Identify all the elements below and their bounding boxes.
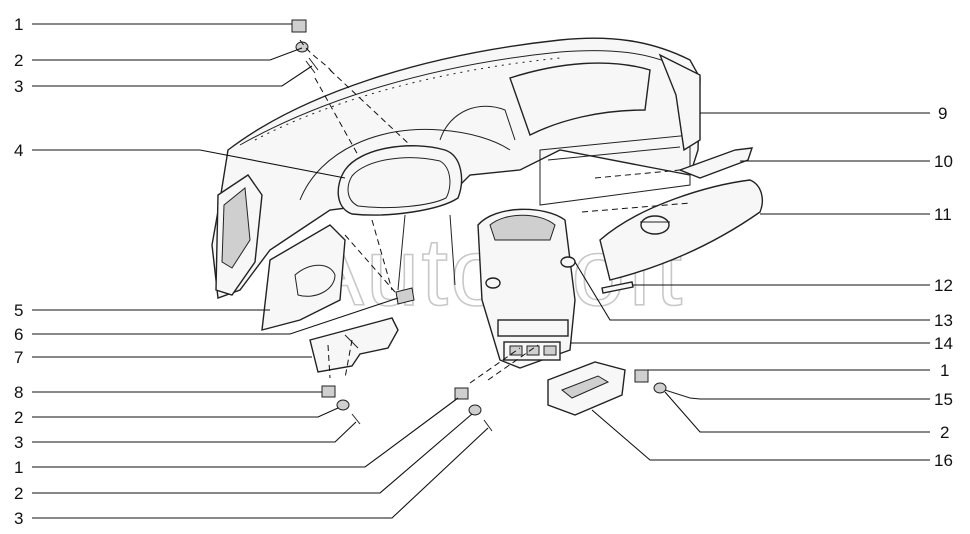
clip-right [634, 369, 649, 383]
pin-12 [601, 281, 634, 294]
callout-right-16: 16 [934, 451, 953, 470]
left-callouts: 1 2 3 4 5 6 7 8 2 3 1 2 3 [14, 15, 489, 528]
callout-left-8: 8 [14, 383, 23, 402]
clip-top [291, 19, 307, 33]
right-callouts: 9 10 11 12 13 14 1 15 2 16 [570, 104, 953, 470]
callout-left-5: 5 [14, 301, 23, 320]
screw-left-lower [351, 413, 361, 425]
instrument-cluster-bezel [337, 145, 463, 216]
fastener-parts [291, 19, 691, 432]
lower-cover-panel [309, 317, 399, 373]
console-storage-insert [547, 361, 626, 416]
callout-left-7: 7 [14, 348, 23, 367]
clip-mid [454, 387, 469, 400]
clip-left-lower [321, 385, 336, 398]
callout-left-11: 1 [14, 458, 23, 477]
callout-left-13: 3 [14, 509, 23, 528]
callout-right-12: 12 [934, 276, 953, 295]
callout-right-2: 2 [940, 423, 949, 442]
glove-box-bracket [678, 147, 754, 179]
callout-left-2: 2 [14, 51, 23, 70]
callout-left-12: 2 [14, 484, 23, 503]
callout-right-15: 15 [934, 390, 953, 409]
washer-right [653, 382, 667, 394]
callout-right-14: 14 [934, 334, 953, 353]
callout-left-4: 4 [14, 141, 23, 160]
callout-right-9: 9 [938, 104, 947, 123]
screw-top [305, 57, 319, 74]
screw-right [664, 389, 691, 399]
callout-left-6: 6 [14, 325, 23, 344]
screw-mid [483, 419, 493, 432]
washer-mid [468, 404, 482, 416]
washer-left-lower [336, 399, 350, 411]
callout-left-10: 3 [14, 433, 23, 452]
callout-right-10: 10 [934, 152, 953, 171]
driver-side-trim-panel [261, 224, 415, 331]
callout-right-1: 1 [940, 361, 949, 380]
callout-left-1: 1 [14, 15, 23, 34]
callout-left-9: 2 [14, 408, 23, 427]
callout-right-11: 11 [934, 205, 952, 224]
glove-box-lid [599, 179, 763, 281]
assembly-dashed-lines [299, 39, 691, 384]
callout-left-3: 3 [14, 77, 23, 96]
callout-right-13: 13 [934, 311, 953, 330]
